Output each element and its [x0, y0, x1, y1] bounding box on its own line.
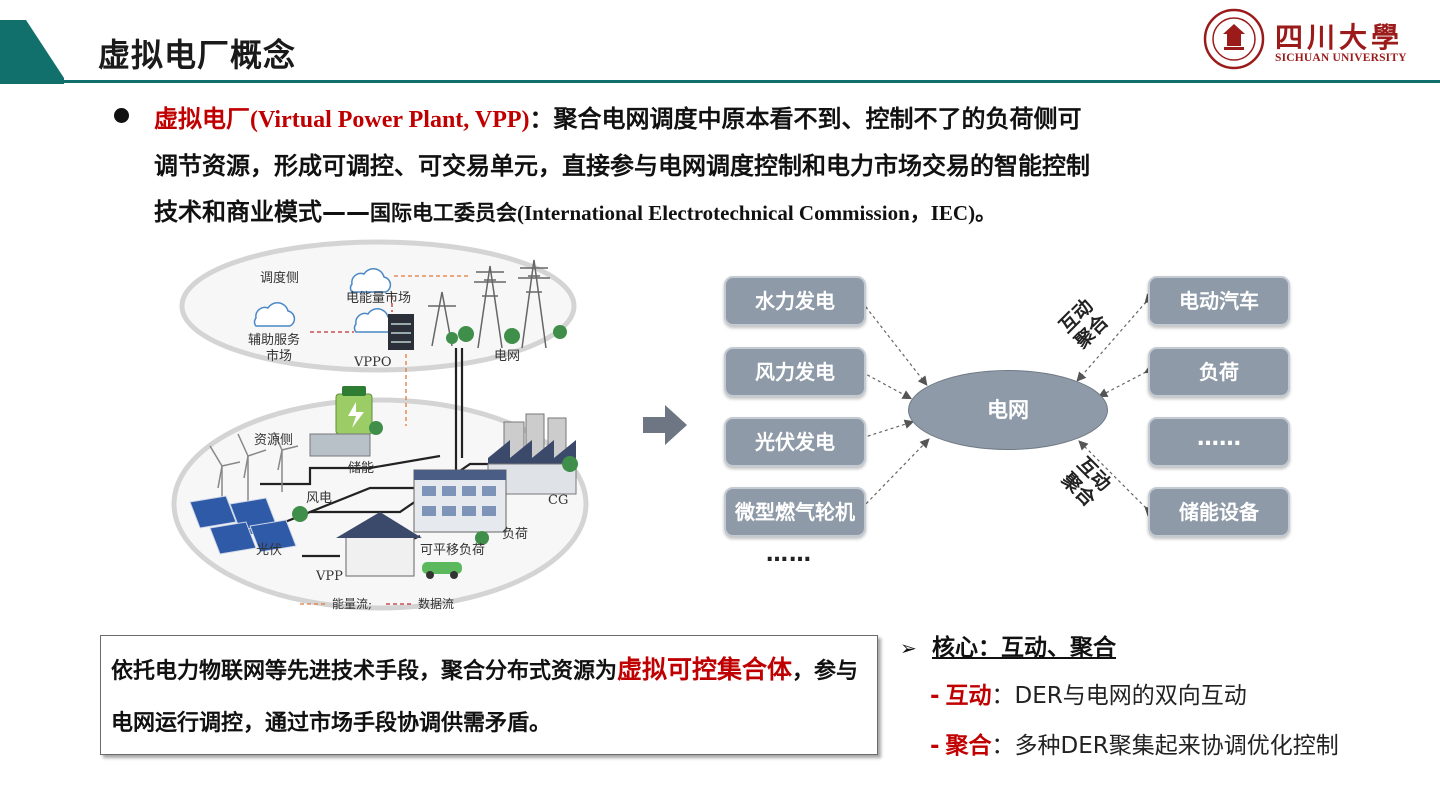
electric-car-icon	[422, 562, 462, 579]
wind-turbine-icon	[209, 431, 299, 516]
label-aux-market-2: 市场	[266, 348, 292, 364]
right-arrow-icon	[643, 405, 687, 445]
node-hydro-power: 水力发电	[724, 276, 866, 326]
cloud-icon	[349, 268, 392, 293]
university-seal-icon	[1203, 8, 1265, 70]
core-item-interaction: -互动：DER与电网的双向互动	[930, 676, 1247, 710]
connector-left-3	[853, 419, 915, 445]
label-resource-side: 资源侧	[254, 433, 293, 448]
core-item-aggregation: -聚合：多种DER聚集起来协调优化控制	[930, 726, 1339, 760]
bullet-icon	[114, 108, 129, 123]
node-electric-vehicle: 电动汽车	[1148, 276, 1290, 326]
resource-side-zone	[171, 397, 589, 611]
university-name-cn: 四川大學	[1275, 21, 1404, 54]
server-icon	[388, 314, 414, 350]
summary-box: 依托电力物联网等先进技术手段，聚合分布式资源为虚拟可控集合体，参与电网运行调控，…	[100, 635, 878, 755]
connector-right-2	[1097, 364, 1155, 398]
node-load: 负荷	[1148, 347, 1290, 397]
connector-left-2	[853, 364, 913, 400]
connector-left-1	[853, 293, 928, 386]
node-micro-gas-turbine: 微型燃气轮机	[724, 487, 866, 537]
arrow-bullet-icon: ➢	[900, 636, 917, 660]
dispatch-side-zone	[179, 239, 577, 373]
label-storage: 储能	[348, 461, 374, 476]
university-logo: 四川大學 SICHUAN UNIVERSITY	[1203, 8, 1435, 70]
label-vpp: VPP	[315, 569, 343, 584]
core-heading: ➢ 核心：互动、聚合	[900, 628, 1116, 662]
factory-icon	[487, 413, 577, 495]
tree-icon	[292, 421, 578, 545]
vpp-illustration: 调度侧 电能量市场 辅助服务 市场 VPPO 电网 资源侧 储能 风电 CG 负…	[170, 236, 610, 620]
cloud-icon	[253, 302, 296, 327]
dash-icon: -	[930, 733, 940, 759]
core-item-text: ：DER与电网的双向互动	[991, 683, 1247, 709]
summary-part1: 依托电力物联网等先进技术手段，聚合分布式资源为	[111, 659, 618, 684]
cloud-icon	[353, 308, 396, 333]
dash-icon: -	[930, 683, 940, 709]
core-title: 核心：互动、聚合	[932, 635, 1116, 661]
definition-term: 虚拟电厂	[154, 105, 250, 133]
definition-line2: 调节资源，形成可调控、可交易单元，直接参与电网调度控制和电力市场交易的智能控制	[154, 152, 1090, 180]
definition-source: (International Electrotechnical Commissi…	[517, 201, 997, 225]
connector-right-1	[1076, 293, 1155, 382]
vpp-flow-diagram: 水力发电 风力发电 光伏发电 微型燃气轮机 …… 电网 电动汽车 负荷 …… 储…	[700, 262, 1340, 582]
left-more-ellipsis: ……	[766, 542, 812, 567]
summary-part2: ，参与电网运行调控，通过市场手段协调供需矛盾。	[111, 659, 859, 736]
core-item-text: ：多种DER聚集起来协调优化控制	[991, 733, 1339, 759]
header-accent-shape	[0, 20, 64, 84]
definition-text: 虚拟电厂(Virtual Power Plant, VPP)：聚合电网调度中原本…	[154, 96, 1354, 236]
label-aux-market: 辅助服务	[248, 332, 300, 348]
definition-line3: 技术和商业模式——	[154, 198, 370, 226]
label-shiftable-load: 可平移负荷	[420, 543, 485, 558]
university-name-en: SICHUAN UNIVERSITY	[1275, 52, 1407, 64]
core-item-key: 互动	[945, 683, 992, 709]
connector-left-4	[853, 438, 930, 517]
summary-highlight: 虚拟可控集合体	[617, 655, 793, 684]
flow-connectors	[853, 293, 1155, 517]
label-vppo: VPPO	[353, 355, 392, 370]
tree-icon	[446, 325, 567, 344]
transmission-tower-icon	[428, 259, 550, 349]
definition-org: 国际电工委员会	[370, 201, 517, 225]
solar-panel-icon	[189, 495, 297, 555]
header-divider	[64, 80, 1440, 83]
label-pv: 光伏	[256, 543, 282, 558]
legend-energy-flow: 能量流;	[332, 597, 372, 611]
label-grid: 电网	[494, 349, 520, 364]
page-title: 虚拟电厂概念	[98, 36, 297, 74]
label-wind: 风电	[306, 491, 332, 506]
illustration-legend: 能量流; 数据流	[300, 596, 454, 611]
core-item-key: 聚合	[945, 733, 992, 759]
battery-storage-icon	[309, 386, 373, 457]
node-more: ……	[1148, 417, 1290, 467]
node-grid: 电网	[908, 370, 1108, 450]
summary-text: 依托电力物联网等先进技术手段，聚合分布式资源为虚拟可控集合体，参与电网运行调控，…	[111, 644, 871, 750]
node-energy-storage: 储能设备	[1148, 487, 1290, 537]
definition-term-en: (Virtual Power Plant, VPP)	[250, 107, 530, 133]
core-points: ➢ 核心：互动、聚合 -互动：DER与电网的双向互动 -聚合：多种DER聚集起来协…	[900, 622, 1420, 772]
building-icon	[413, 469, 507, 533]
legend-data-flow: 数据流	[418, 596, 454, 611]
node-solar-power: 光伏发电	[724, 417, 866, 467]
definition-line1: ：聚合电网调度中原本看不到、控制不了的负荷侧可	[529, 105, 1082, 133]
node-wind-power: 风力发电	[724, 347, 866, 397]
label-dispatch-side: 调度侧	[260, 270, 299, 286]
label-cg: CG	[548, 493, 568, 508]
label-energy-market: 电能量市场	[346, 290, 411, 306]
label-load: 负荷	[502, 527, 528, 542]
